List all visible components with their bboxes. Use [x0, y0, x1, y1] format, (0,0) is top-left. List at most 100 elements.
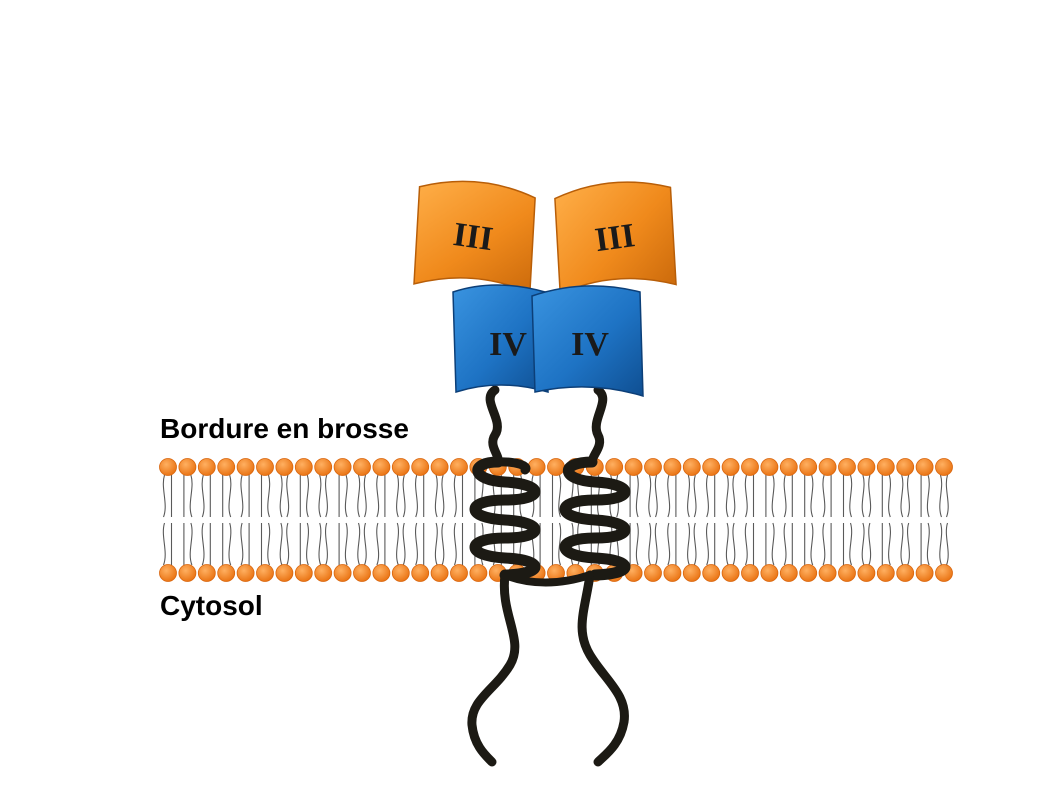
lipid-tail [363, 474, 367, 518]
lipid-tail [888, 474, 891, 518]
lipid-tail [286, 474, 290, 518]
lipid-head [353, 564, 371, 582]
lipid-tail [771, 474, 775, 518]
lipid-head [663, 564, 682, 582]
lipid-tail [868, 474, 872, 518]
lipid-head [294, 564, 313, 582]
lipid-tail [706, 522, 709, 566]
lipid-tail [402, 522, 406, 566]
lipid-head [256, 458, 274, 476]
lipid-tail [434, 522, 438, 566]
extracellular-linkers [485, 385, 608, 467]
lipid-head [469, 564, 488, 582]
lipid-tail [325, 474, 328, 518]
helix-crossover-link [501, 571, 594, 587]
lipid-tail [189, 522, 193, 566]
lipid-tail [279, 522, 283, 566]
linker-right [587, 385, 608, 467]
lipid-bilayer [159, 458, 953, 582]
lipid-tail [558, 522, 562, 566]
lipid-tail [939, 474, 943, 518]
lipid-tail [732, 522, 736, 566]
lipid-head [896, 458, 915, 476]
lipid-tail [744, 522, 748, 566]
lipid-head [527, 458, 546, 476]
lipid-tail [318, 522, 322, 566]
domain-iv-right: IV [531, 285, 644, 398]
lipid-head [741, 458, 759, 476]
lipid-head [935, 564, 953, 582]
lipid-head [333, 564, 352, 582]
lipid-tail [939, 522, 943, 566]
lipid-tail [357, 474, 361, 518]
domain-iii-left: III [413, 180, 536, 295]
lipid-head [411, 458, 430, 476]
cytoplasmic-tail-left [467, 570, 520, 767]
lipid-tail [868, 522, 872, 566]
lipid-tail [267, 522, 271, 566]
lipid-head [799, 564, 818, 582]
lipid-head [333, 458, 352, 476]
lipid-tail [822, 522, 826, 566]
lipid-head [605, 458, 624, 476]
lipid-head [818, 458, 837, 476]
lipid-head [741, 564, 759, 582]
domain-iv-left: IV [452, 284, 549, 394]
linker-left [485, 385, 503, 467]
lipid-head [896, 564, 915, 582]
lipid-heads-outer-leaflet [159, 458, 953, 476]
lipid-tail [189, 474, 193, 518]
lipid-head [256, 564, 274, 582]
lipid-head [197, 564, 216, 582]
lipid-head [644, 458, 662, 476]
lipid-tail [201, 474, 205, 518]
lipid-head [197, 458, 216, 476]
lipid-tail [783, 474, 787, 518]
lipid-tail [648, 474, 652, 518]
domain-iii-right: III [554, 181, 677, 295]
lipid-head [236, 564, 255, 582]
lipid-tail [732, 474, 736, 518]
lipid-tail [434, 474, 438, 518]
lipid-tail [363, 522, 367, 566]
lipid-tail [635, 522, 639, 566]
lipid-head [838, 564, 856, 582]
lipid-tail [558, 474, 562, 518]
lipid-head [314, 458, 333, 476]
lipid-tail [453, 522, 457, 566]
lipid-tail [228, 522, 232, 566]
lipid-tail [306, 522, 309, 566]
lipid-head [275, 564, 294, 582]
lipid-head [353, 458, 371, 476]
lipid-tail [783, 522, 787, 566]
lipid-tail [907, 522, 910, 566]
lipid-head [314, 564, 333, 582]
lipid-tail [945, 522, 949, 566]
lipid-head [178, 458, 197, 476]
lipid-head [915, 458, 934, 476]
lipid-tail [240, 474, 244, 518]
lipid-tail [654, 522, 658, 566]
lipid-head [818, 564, 837, 582]
lipid-head [178, 564, 197, 582]
lipid-head [663, 458, 682, 476]
lipid-tail [926, 474, 930, 518]
lipid-tail [900, 522, 904, 566]
lipid-tail [318, 474, 322, 518]
lipid-head [760, 458, 779, 476]
lipid-head [702, 458, 721, 476]
lipid-head [682, 458, 701, 476]
extracellular-label: Bordure en brosse [160, 413, 409, 444]
lipid-tail [687, 474, 690, 518]
lipid-tail [693, 522, 697, 566]
lipid-tail [162, 522, 166, 566]
lipid-head [217, 564, 236, 582]
lipid-tail [279, 474, 283, 518]
lipid-head [876, 458, 895, 476]
lipid-head [838, 458, 856, 476]
lipid-tail [267, 474, 271, 518]
lipid-head [450, 458, 468, 476]
lipid-tail [667, 474, 671, 518]
